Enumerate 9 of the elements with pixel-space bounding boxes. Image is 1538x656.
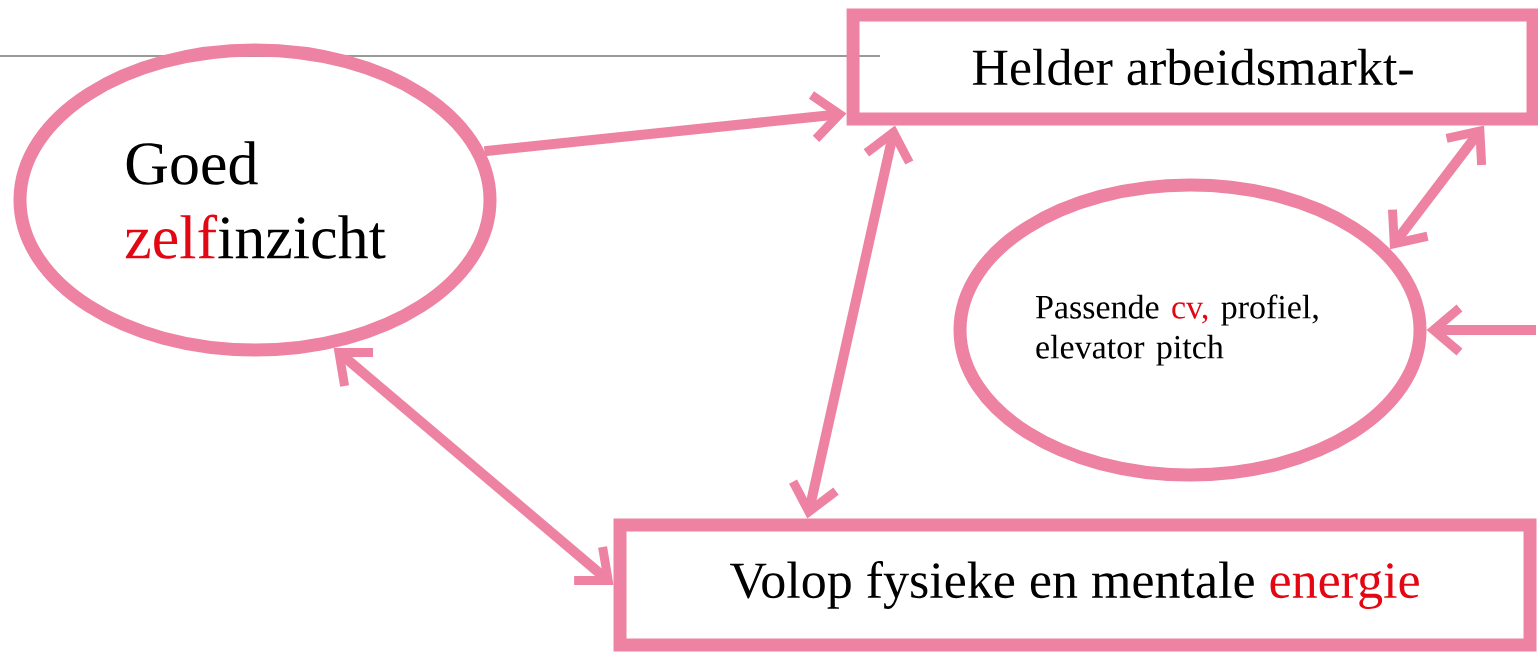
ellipse-node: Passende cv, profiel, elevator pitch	[953, 178, 1427, 482]
arrow	[483, 91, 847, 157]
arrow	[1426, 304, 1536, 356]
text-box: Volop fysieke en mentale energie	[613, 518, 1537, 652]
arrow	[789, 125, 914, 519]
arrow	[1388, 125, 1487, 250]
ellipse-node: Goed zelfinzicht	[13, 43, 497, 357]
arrow	[333, 347, 614, 585]
text-box: Helder arbeidsmarkt-	[846, 8, 1538, 126]
